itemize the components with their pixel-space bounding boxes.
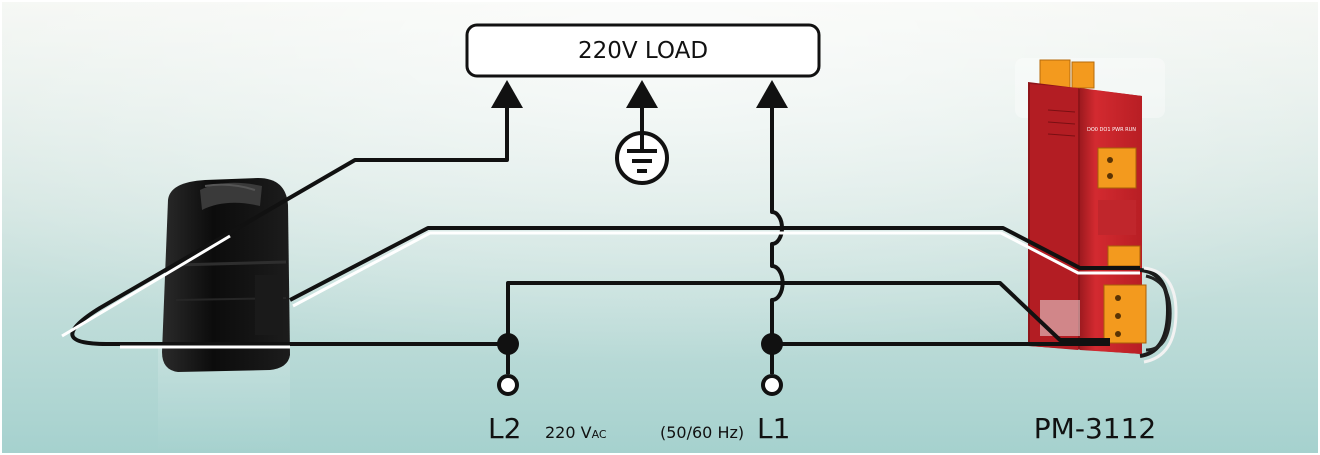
load-box xyxy=(465,23,821,78)
junction-dot-icon xyxy=(761,333,783,355)
arrow-up-icon xyxy=(626,80,658,108)
junction-dot-icon xyxy=(497,333,519,355)
wire-l2-meter xyxy=(506,281,1110,344)
wire-ct-upper-white xyxy=(292,231,1140,308)
voltage-value: 220 V xyxy=(545,423,592,442)
wire-group xyxy=(70,100,1140,374)
terminal-ring-icon xyxy=(497,374,519,396)
wire-l1-vertical xyxy=(770,100,785,344)
current-transformer-icon xyxy=(158,178,290,453)
wire-l2-load xyxy=(70,100,509,347)
meter-model-label: PM-3112 xyxy=(1034,412,1156,445)
terminal-ring-icon xyxy=(761,374,783,396)
load-label: 220V LOAD xyxy=(578,38,708,64)
arrow-up-icon xyxy=(491,80,523,108)
meter-panel-text: DO0 DO1 PWR RUN xyxy=(1087,127,1136,133)
power-meter-device: DO0 DO1 PWR RUN xyxy=(1015,58,1178,364)
frequency-label: (50/60 Hz) xyxy=(660,423,744,442)
terminal-label-l1: L1 xyxy=(757,412,790,445)
voltage-label: 220 VAC xyxy=(545,423,607,442)
terminal-label-l2: L2 xyxy=(488,412,521,445)
arrow-up-icon xyxy=(756,80,788,108)
wire-ct-left-white xyxy=(61,234,231,338)
ground-icon xyxy=(615,131,669,185)
voltage-ac-subscript: AC xyxy=(592,428,607,441)
wire-ct-upper xyxy=(289,226,1140,302)
